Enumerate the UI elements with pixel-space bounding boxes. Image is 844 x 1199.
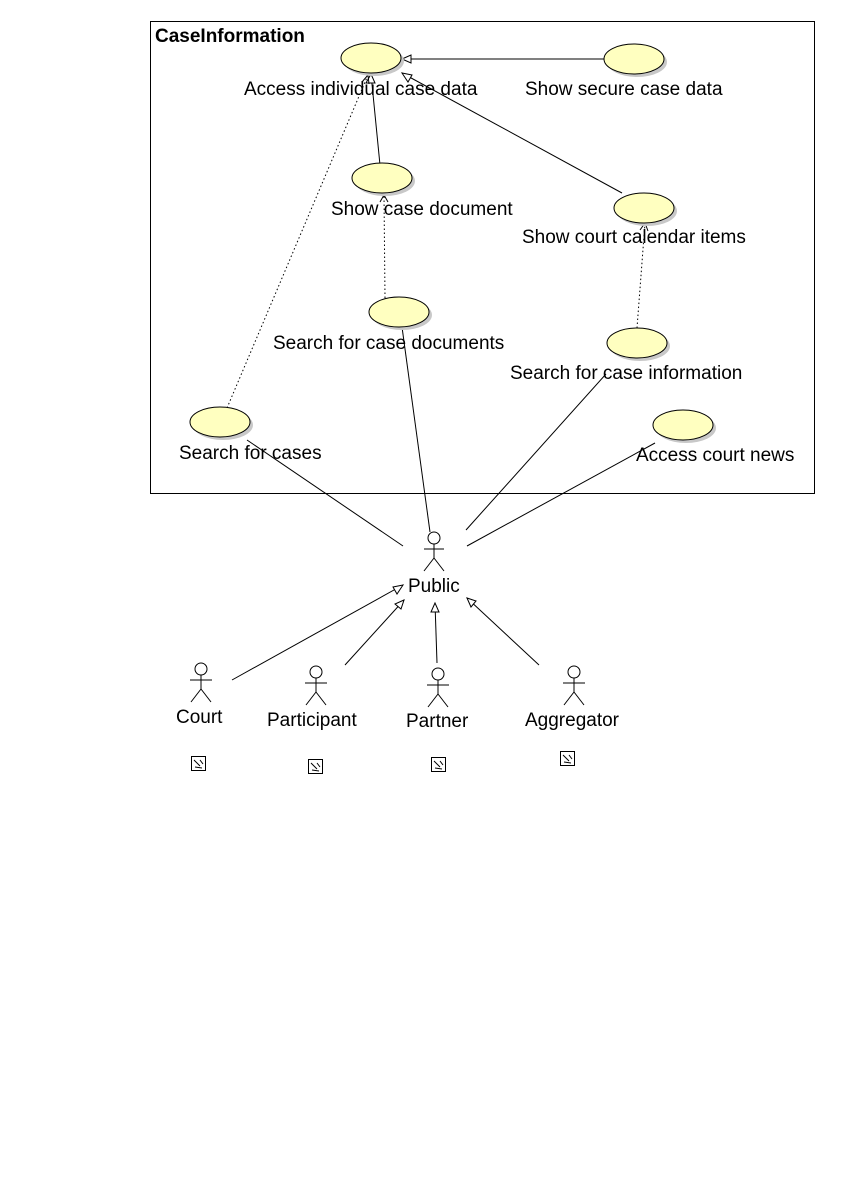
use-case-show-court-calendar-items[interactable]: Show court calendar items xyxy=(522,192,746,248)
association-public-search-info xyxy=(465,373,607,531)
dependency-search-docs-to-show-doc xyxy=(383,194,386,299)
use-case-label: Show case document xyxy=(331,199,513,220)
stick-figure-icon xyxy=(427,667,449,708)
stick-figure-icon xyxy=(190,662,212,703)
actor-court[interactable]: Court xyxy=(176,662,223,771)
use-case-search-for-case-documents[interactable]: Search for case documents xyxy=(273,296,504,354)
generalization-calendar-to-access xyxy=(401,72,623,194)
actor-label: Partner xyxy=(406,711,469,732)
actor-label: Participant xyxy=(267,710,357,731)
note-icon xyxy=(308,759,323,774)
dependency-search-cases-to-access xyxy=(226,74,369,409)
generalization-arrowhead xyxy=(466,597,477,608)
generalization-arrowhead xyxy=(394,599,405,610)
association-public-court-news xyxy=(466,442,656,547)
stick-figure-icon xyxy=(423,531,445,572)
stick-figure-icon xyxy=(563,665,585,706)
generalization-show-document-to-access xyxy=(370,73,381,166)
actor-aggregator[interactable]: Aggregator xyxy=(525,665,620,766)
association-public-search-docs xyxy=(401,326,431,533)
note-icon xyxy=(560,751,575,766)
package-title: CaseInformation xyxy=(155,26,305,47)
note-icon xyxy=(191,756,206,771)
generalization-arrowhead xyxy=(392,584,405,595)
relationships xyxy=(226,54,656,681)
actor-public[interactable]: Public xyxy=(408,531,460,597)
generalization-aggregator-to-public xyxy=(466,597,540,666)
actor-label: Court xyxy=(176,707,223,728)
note-icon xyxy=(431,757,446,772)
use-case-access-court-news[interactable]: Access court news xyxy=(636,409,794,466)
use-case-show-secure-case-data[interactable]: Show secure case data xyxy=(525,43,723,100)
generalization-arrowhead xyxy=(400,72,413,83)
generalization-arrowhead xyxy=(400,54,412,64)
use-case-show-case-document[interactable]: Show case document xyxy=(331,162,513,220)
generalization-court-to-public xyxy=(231,584,404,681)
use-case-label: Search for cases xyxy=(179,443,322,464)
association-public-search-cases xyxy=(246,439,404,547)
use-case-search-for-case-information[interactable]: Search for case information xyxy=(510,327,742,384)
use-case-label: Access individual case data xyxy=(244,79,478,100)
actor-participant[interactable]: Participant xyxy=(267,665,357,774)
use-case-label: Search for case information xyxy=(510,363,742,384)
generalization-arrowhead xyxy=(430,601,440,613)
use-case-access-individual-case-data[interactable]: Access individual case data xyxy=(244,42,478,100)
use-case-label: Show secure case data xyxy=(525,79,723,100)
generalization-partner-to-public xyxy=(434,602,438,664)
stick-figure-icon xyxy=(305,665,327,706)
use-case-label: Access court news xyxy=(636,445,794,466)
generalization-participant-to-public xyxy=(344,599,405,666)
use-case-search-for-cases[interactable]: Search for cases xyxy=(179,406,322,464)
use-case-label: Show court calendar items xyxy=(522,227,746,248)
use-case-label: Search for case documents xyxy=(273,333,504,354)
dependency-search-info-to-calendar xyxy=(636,222,646,329)
actor-label: Public xyxy=(408,576,460,597)
actor-label: Aggregator xyxy=(525,710,620,731)
actor-partner[interactable]: Partner xyxy=(406,667,469,772)
